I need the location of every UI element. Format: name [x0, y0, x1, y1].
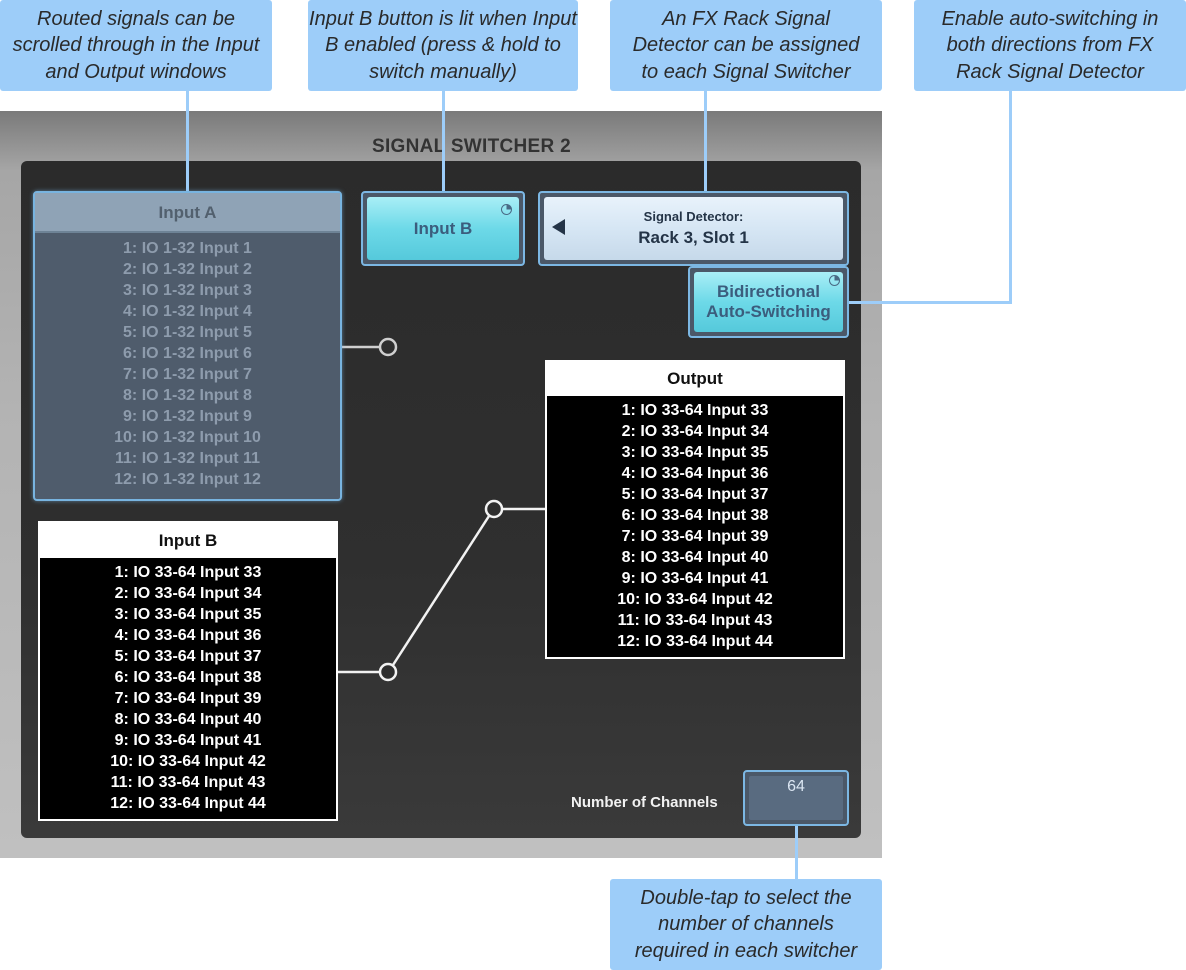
- leader-line-input-b: [442, 91, 445, 191]
- list-item[interactable]: 3: IO 33-64 Input 35: [114, 606, 262, 623]
- list-item[interactable]: 7: IO 1-32 Input 7: [123, 366, 252, 383]
- bidirectional-led-icon: [829, 275, 840, 286]
- list-item[interactable]: 1: IO 1-32 Input 1: [123, 240, 252, 257]
- callout-number-of-channels-text: Double-tap to select the number of chann…: [634, 886, 858, 962]
- bidirectional-frame: Bidirectional Auto-Switching: [688, 266, 849, 338]
- number-of-channels-value: 64: [749, 776, 843, 820]
- callout-signal-detector: An FX Rack Signal Detector can be assign…: [610, 0, 882, 91]
- list-item[interactable]: 9: IO 33-64 Input 41: [621, 570, 769, 587]
- list-item[interactable]: 10: IO 1-32 Input 10: [114, 429, 261, 446]
- list-item[interactable]: 6: IO 33-64 Input 38: [621, 507, 769, 524]
- list-item[interactable]: 12: IO 1-32 Input 12: [114, 471, 261, 488]
- callout-routed-signals: Routed signals can be scrolled through i…: [0, 0, 272, 91]
- list-item[interactable]: 6: IO 33-64 Input 38: [114, 669, 262, 686]
- list-item[interactable]: 2: IO 1-32 Input 2: [123, 261, 252, 278]
- signal-detector-label: Signal Detector:: [643, 209, 744, 224]
- list-item[interactable]: 11: IO 33-64 Input 43: [617, 612, 773, 629]
- input-b-rows: 1: IO 33-64 Input 33 2: IO 33-64 Input 34…: [40, 558, 336, 814]
- list-item[interactable]: 1: IO 33-64 Input 33: [621, 402, 769, 419]
- list-item[interactable]: 4: IO 33-64 Input 36: [114, 627, 262, 644]
- list-item[interactable]: 8: IO 1-32 Input 8: [123, 387, 252, 404]
- panel-title: SIGNAL SWITCHER 2: [372, 136, 571, 157]
- list-item[interactable]: 3: IO 33-64 Input 35: [621, 444, 769, 461]
- list-item[interactable]: 10: IO 33-64 Input 42: [110, 753, 266, 770]
- list-item[interactable]: 7: IO 33-64 Input 39: [114, 690, 262, 707]
- list-item[interactable]: 9: IO 33-64 Input 41: [114, 732, 262, 749]
- list-item[interactable]: 1: IO 33-64 Input 33: [114, 564, 262, 581]
- leader-line-detector: [704, 91, 707, 191]
- list-item[interactable]: 4: IO 1-32 Input 4: [123, 303, 252, 320]
- list-item[interactable]: 5: IO 33-64 Input 37: [621, 486, 769, 503]
- output-rows: 1: IO 33-64 Input 33 2: IO 33-64 Input 34…: [547, 396, 843, 652]
- input-a-rows: 1: IO 1-32 Input 1 2: IO 1-32 Input 2 3: I…: [35, 233, 340, 490]
- list-item[interactable]: 5: IO 1-32 Input 5: [123, 324, 252, 341]
- input-a-list[interactable]: Input A 1: IO 1-32 Input 1 2: IO 1-32 Inp…: [33, 191, 342, 501]
- input-b-button-label: Input B: [413, 218, 473, 238]
- list-item[interactable]: 9: IO 1-32 Input 9: [123, 408, 252, 425]
- list-item[interactable]: 2: IO 33-64 Input 34: [114, 585, 262, 602]
- list-item[interactable]: 8: IO 33-64 Input 40: [621, 549, 769, 566]
- leader-line-routed: [186, 91, 189, 191]
- output-list[interactable]: Output 1: IO 33-64 Input 33 2: IO 33-64 I…: [545, 360, 845, 659]
- list-item[interactable]: 10: IO 33-64 Input 42: [617, 591, 773, 608]
- input-b-led-icon: [501, 204, 512, 215]
- list-item[interactable]: 12: IO 33-64 Input 44: [617, 633, 773, 650]
- callout-signal-detector-text: An FX Rack Signal Detector can be assign…: [632, 7, 860, 83]
- list-item[interactable]: 7: IO 33-64 Input 39: [621, 528, 769, 545]
- list-item[interactable]: 3: IO 1-32 Input 3: [123, 282, 252, 299]
- callout-routed-signals-text: Routed signals can be scrolled through i…: [12, 7, 260, 83]
- input-b-title: Input B: [40, 523, 336, 558]
- input-b-button-frame: Input B: [361, 191, 525, 266]
- callout-bidirectional: Enable auto-switching in both directions…: [914, 0, 1186, 91]
- list-item[interactable]: 4: IO 33-64 Input 36: [621, 465, 769, 482]
- leader-line-bidirectional-v: [1009, 91, 1012, 304]
- number-of-channels-label: Number of Channels: [571, 794, 718, 811]
- bidirectional-line2: Auto-Switching: [706, 302, 831, 321]
- signal-detector-frame: Signal Detector: Rack 3, Slot 1: [538, 191, 849, 266]
- output-title: Output: [547, 362, 843, 396]
- list-item[interactable]: 12: IO 33-64 Input 44: [110, 795, 266, 812]
- left-arrow-icon: [552, 219, 565, 235]
- leader-line-bidirectional-h: [848, 301, 1012, 304]
- signal-detector-button[interactable]: Signal Detector: Rack 3, Slot 1: [544, 197, 843, 260]
- leader-line-channels: [795, 826, 798, 879]
- list-item[interactable]: 5: IO 33-64 Input 37: [114, 648, 262, 665]
- list-item[interactable]: 11: IO 33-64 Input 43: [110, 774, 266, 791]
- list-item[interactable]: 11: IO 1-32 Input 11: [115, 450, 260, 467]
- callout-input-b-button: Input B button is lit when Input B enabl…: [308, 0, 578, 91]
- callout-bidirectional-text: Enable auto-switching in both directions…: [941, 7, 1159, 83]
- input-b-button[interactable]: Input B: [367, 197, 519, 260]
- list-item[interactable]: 8: IO 33-64 Input 40: [114, 711, 262, 728]
- callout-number-of-channels: Double-tap to select the number of chann…: [610, 879, 882, 970]
- number-of-channels-field[interactable]: 64: [743, 770, 849, 826]
- signal-detector-value: Rack 3, Slot 1: [638, 228, 749, 247]
- callout-input-b-button-text: Input B button is lit when Input B enabl…: [309, 7, 577, 83]
- input-b-list[interactable]: Input B 1: IO 33-64 Input 33 2: IO 33-64 …: [38, 521, 338, 821]
- list-item[interactable]: 6: IO 1-32 Input 6: [123, 345, 252, 362]
- list-item[interactable]: 2: IO 33-64 Input 34: [621, 423, 769, 440]
- input-a-title: Input A: [35, 193, 340, 233]
- bidirectional-auto-switching-button[interactable]: Bidirectional Auto-Switching: [694, 272, 843, 332]
- bidirectional-line1: Bidirectional: [717, 282, 820, 301]
